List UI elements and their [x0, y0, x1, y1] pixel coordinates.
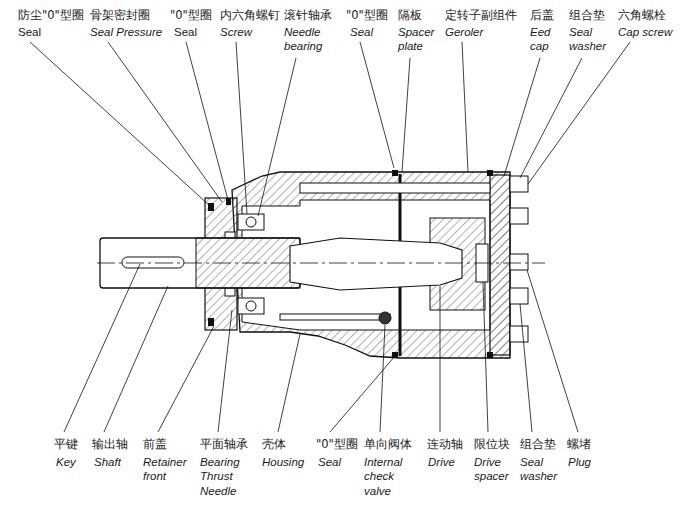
- part-label: Retainer front: [143, 455, 195, 484]
- part-label: Spacer plate: [398, 25, 440, 54]
- part-label: 后盖: [530, 8, 554, 22]
- part-label: Screw: [220, 25, 252, 39]
- part-label: "0"型圈: [346, 8, 388, 22]
- part-label: Seal washer: [520, 455, 564, 484]
- part-label: Bearing Thrust Needle: [200, 455, 250, 498]
- part-label: Drive spacer: [474, 455, 518, 484]
- part-label: Seal: [318, 455, 341, 469]
- part-label: Seal Pressure: [90, 25, 162, 39]
- part-label: Needle bearing: [284, 25, 330, 54]
- part-label: Cap screw: [618, 25, 672, 39]
- part-label: Housing: [262, 455, 304, 469]
- part-label: Drive: [428, 455, 455, 469]
- part-label: Seal washer: [569, 25, 613, 54]
- part-label: 前盖: [143, 437, 167, 451]
- part-label: 螺堵: [567, 437, 591, 451]
- part-label: "0"型圈: [170, 8, 212, 22]
- part-label: 内六角螺钉: [220, 8, 280, 22]
- part-label: 滚针轴承: [284, 8, 332, 22]
- part-label: Seal: [18, 25, 41, 39]
- part-label: "0"型圈: [316, 437, 358, 451]
- part-label: 限位块: [474, 437, 510, 451]
- part-label: 组合垫: [569, 8, 605, 22]
- part-label: 输出轴: [92, 437, 128, 451]
- part-label: Seal: [174, 25, 197, 39]
- part-label: Seal: [350, 25, 373, 39]
- part-label: 壳体: [262, 437, 286, 451]
- part-label: 单向阀体: [364, 437, 412, 451]
- part-label: 平键: [54, 437, 78, 451]
- part-label: Geroler: [445, 25, 483, 39]
- part-label: 平面轴承: [200, 437, 248, 451]
- part-label: 连动轴: [427, 437, 463, 451]
- part-label: Plug: [568, 455, 591, 469]
- part-label: 六角螺栓: [618, 8, 666, 22]
- part-label: 隔板: [398, 8, 422, 22]
- part-label: 防尘"0"型圈: [18, 8, 84, 22]
- part-label: 骨架密封圈: [90, 8, 150, 22]
- part-label: 定转子副组件: [445, 8, 517, 22]
- part-label: 组合垫: [520, 437, 556, 451]
- part-label: Shaft: [94, 455, 121, 469]
- part-label: Internal check valve: [364, 455, 414, 498]
- part-label: Eed cap: [530, 25, 556, 54]
- part-label: Key: [56, 455, 76, 469]
